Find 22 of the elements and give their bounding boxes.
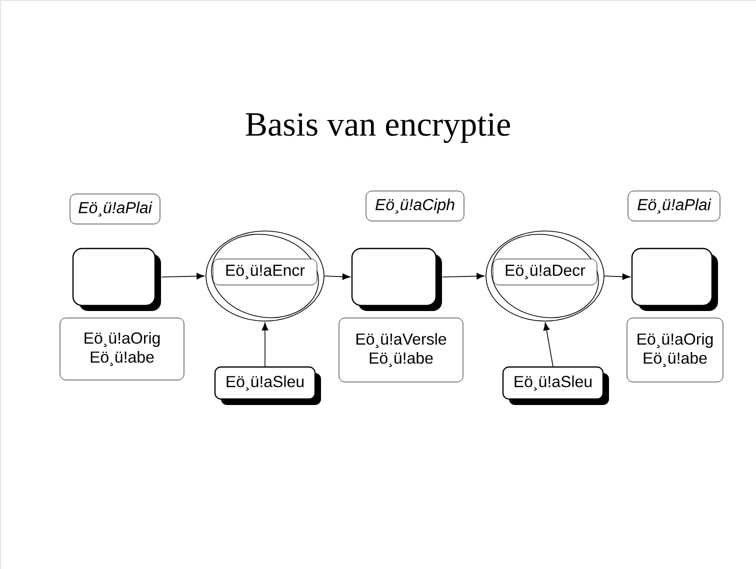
- description-box: Eö¸ü!aOrig Eö¸ü!abe: [626, 318, 724, 382]
- process-label: Eö¸ü!aDecr: [492, 258, 598, 286]
- process-ellipse: [206, 230, 324, 322]
- data-box: [351, 248, 442, 311]
- data-box: [72, 248, 161, 311]
- arrow: [604, 274, 630, 280]
- arrow: [262, 322, 268, 367]
- arrow: [543, 322, 554, 367]
- arrow: [161, 273, 204, 280]
- key-box: Eö¸ü!aSleu: [502, 366, 609, 405]
- data-box: [631, 248, 718, 311]
- description-box: Eö¸ü!aVersle Eö¸ü!abe: [338, 318, 464, 382]
- label-box: Eö¸ü!aCiph: [366, 190, 464, 222]
- process-ellipse: [486, 230, 604, 322]
- key-box: Eö¸ü!aSleu: [214, 366, 321, 405]
- title: Basis van encryptie: [246, 113, 510, 143]
- description-box: Eö¸ü!aOrig Eö¸ü!abe: [60, 318, 184, 380]
- label-box: Eö¸ü!aPlai: [628, 190, 720, 222]
- arrow: [442, 273, 484, 280]
- process-label: Eö¸ü!aEncr: [212, 258, 318, 286]
- arrow: [324, 274, 350, 280]
- label-box: Eö¸ü!aPlai: [70, 194, 160, 224]
